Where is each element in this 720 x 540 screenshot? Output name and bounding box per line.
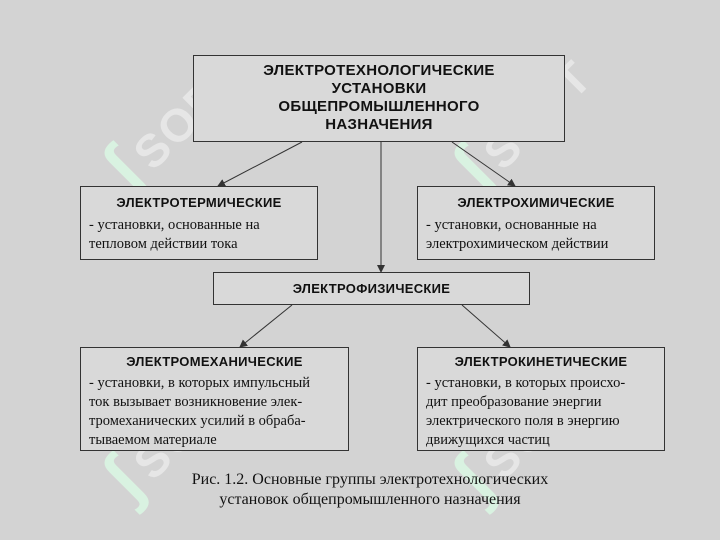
kinetic-box: ЭЛЕКТРОКИНЕТИЧЕСКИЕ - установки, в котор… xyxy=(417,347,665,451)
caption-line: Рис. 1.2. Основные группы электротехноло… xyxy=(191,471,549,488)
figure-caption: Рис. 1.2. Основные группы электротехноло… xyxy=(150,470,590,510)
chemical-description: - установки, основанные на электрохимиче… xyxy=(418,216,654,254)
physical-title: ЭЛЕКТРОФИЗИЧЕСКИЕ xyxy=(292,281,451,296)
top-title-line: ЭЛЕКТРОТЕХНОЛОГИЧЕСКИЕ xyxy=(263,62,495,79)
desc-line: движущихся частиц xyxy=(426,432,550,448)
top-title-line: НАЗНАЧЕНИЯ xyxy=(325,116,433,133)
arrow-to-kinetic xyxy=(461,304,511,348)
desc-line: электрохимическом действии xyxy=(426,236,609,252)
arrow-to-thermal xyxy=(217,141,303,187)
desc-line: тепловом действии тока xyxy=(89,236,238,252)
top-category-box: ЭЛЕКТРОТЕХНОЛОГИЧЕСКИЕ УСТАНОВКИ ОБЩЕПРО… xyxy=(193,55,565,142)
caption-line: установок общепромышленного назначения xyxy=(219,491,521,508)
mechanical-description: - установки, в которых импульсный ток вы… xyxy=(81,374,348,450)
arrow-to-chemical xyxy=(451,141,516,187)
top-title-line: ОБЩЕПРОМЫШЛЕННОГО xyxy=(278,98,480,115)
arrow-to-mechanical xyxy=(239,304,293,348)
thermal-box: ЭЛЕКТРОТЕРМИЧЕСКИЕ - установки, основанн… xyxy=(80,186,318,260)
desc-line: ток вызывает возникновение элек- xyxy=(89,394,303,410)
mechanical-title: ЭЛЕКТРОМЕХАНИЧЕСКИЕ xyxy=(126,354,303,369)
mechanical-box: ЭЛЕКТРОМЕХАНИЧЕСКИЕ - установки, в котор… xyxy=(80,347,349,451)
desc-line: - установки, в которых импульсный xyxy=(89,375,310,391)
thermal-title: ЭЛЕКТРОТЕРМИЧЕСКИЕ xyxy=(116,195,282,210)
desc-line: - установки, основанные на xyxy=(426,217,597,233)
top-title-line: УСТАНОВКИ xyxy=(331,80,427,97)
thermal-description: - установки, основанные на тепловом дейс… xyxy=(81,216,317,254)
desc-line: - установки, в которых происхо- xyxy=(426,375,626,391)
physical-box: ЭЛЕКТРОФИЗИЧЕСКИЕ xyxy=(213,272,530,305)
chemical-box: ЭЛЕКТРОХИМИЧЕСКИЕ - установки, основанны… xyxy=(417,186,655,260)
desc-line: тываемом материале xyxy=(89,432,217,448)
desc-line: электрического поля в энергию xyxy=(426,413,620,429)
top-category-title: ЭЛЕКТРОТЕХНОЛОГИЧЕСКИЕ УСТАНОВКИ ОБЩЕПРО… xyxy=(194,56,564,134)
chemical-title: ЭЛЕКТРОХИМИЧЕСКИЕ xyxy=(457,195,615,210)
kinetic-title: ЭЛЕКТРОКИНЕТИЧЕСКИЕ xyxy=(454,354,628,369)
desc-line: - установки, основанные на xyxy=(89,217,260,233)
desc-line: дит преобразование энергии xyxy=(426,394,602,410)
kinetic-description: - установки, в которых происхо- дит прео… xyxy=(418,374,664,450)
desc-line: тромеханических усилий в обраба- xyxy=(89,413,306,429)
